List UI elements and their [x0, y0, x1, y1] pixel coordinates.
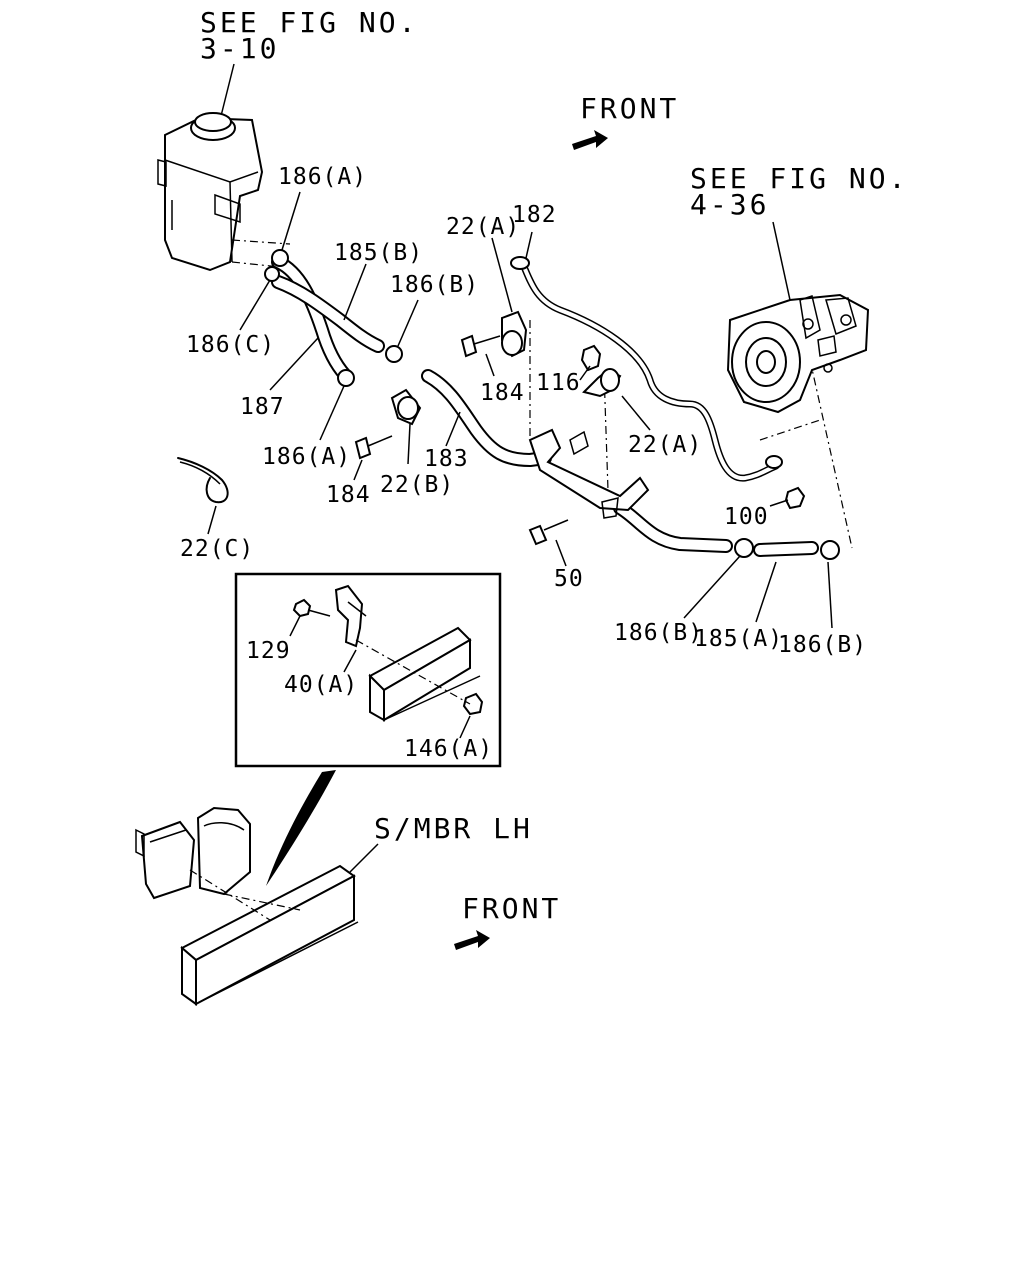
leader-lines — [207, 191, 833, 629]
tube-fitting-182 — [510, 256, 530, 270]
detail-pointer — [266, 770, 336, 886]
clamp-186c — [264, 266, 280, 282]
detail-box — [234, 572, 502, 768]
reservoir-tank — [157, 112, 291, 272]
callout-186a-top: 186(A) — [278, 164, 367, 190]
clamp-186a-top — [271, 249, 289, 267]
front-arrow-top-icon — [572, 130, 608, 150]
callout-185a: 185(A) — [694, 626, 783, 652]
callout-186b-mid: 186(B) — [390, 272, 479, 298]
clamp-186b-mid — [385, 345, 403, 363]
clamp-186a-low — [337, 369, 355, 387]
callout-146a: 146(A) — [404, 736, 493, 762]
clip-100-clamp — [765, 455, 783, 469]
clip-22a-right — [582, 368, 622, 398]
hose-185a — [753, 541, 819, 557]
bracket — [528, 428, 650, 519]
injection-pump — [726, 293, 870, 414]
front-arrow-bottom-icon — [454, 930, 490, 950]
ref-pump-line1: SEE FIG NO. — [690, 162, 908, 195]
cable-tie-22c — [177, 457, 229, 504]
pipe-183 — [421, 369, 552, 467]
callout-186c: 186(C) — [186, 332, 275, 358]
callout-186b-left: 186(B) — [614, 620, 703, 646]
callout-183: 183 — [424, 446, 469, 472]
clamp-186b-right — [820, 540, 840, 560]
callout-50: 50 — [554, 566, 584, 592]
ref-tank-line2: 3-10 — [200, 32, 279, 65]
callout-182: 182 — [512, 202, 557, 228]
leader-member — [349, 843, 379, 873]
ref-pump-line2: 4-36 — [690, 188, 769, 221]
callout-116: 116 — [536, 370, 581, 396]
leader-ref-tank — [220, 63, 235, 117]
callout-129: 129 — [246, 638, 291, 664]
callout-184-low: 184 — [326, 482, 371, 508]
nut-100 — [784, 486, 806, 510]
bolt-184-top — [460, 334, 501, 358]
callout-22c: 22(C) — [180, 536, 254, 562]
ref-tank-line1: SEE FIG NO. — [200, 6, 418, 39]
callout-186b-right: 186(B) — [778, 632, 867, 658]
callout-22b: 22(B) — [380, 472, 454, 498]
clip-22b — [390, 388, 422, 426]
callout-186a-low: 186(A) — [262, 444, 351, 470]
front-label-top: FRONT — [580, 92, 679, 125]
bolt-184-low — [354, 435, 393, 460]
clip-22a-left — [501, 310, 528, 358]
leader-ref-pump — [772, 221, 791, 301]
pipe-lower — [613, 501, 733, 553]
callout-40a: 40(A) — [284, 672, 358, 698]
callout-100: 100 — [724, 504, 769, 530]
hose-185b — [271, 275, 385, 353]
nut-116 — [580, 344, 602, 372]
callout-22a-left: 22(A) — [446, 214, 520, 240]
callout-187: 187 — [240, 394, 285, 420]
tube-182 — [518, 258, 780, 482]
callout-185b: 185(B) — [334, 240, 423, 266]
side-member-assembly — [135, 806, 359, 1006]
hose-187 — [271, 255, 352, 382]
member-label: S/MBR LH — [374, 812, 533, 845]
front-label-bottom: FRONT — [462, 892, 561, 925]
callout-22a-right: 22(A) — [628, 432, 702, 458]
clamp-186b-left — [734, 538, 754, 558]
bolt-50 — [528, 519, 569, 546]
callout-184-top: 184 — [480, 380, 525, 406]
